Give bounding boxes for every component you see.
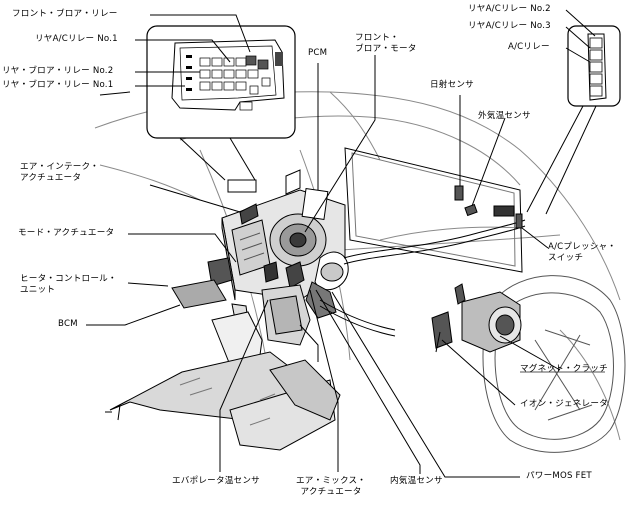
rear-relay-inset xyxy=(526,25,621,215)
label-rear-blower-relay-no2: リヤ・ブロア・リレー No.2 xyxy=(2,66,114,76)
label-ac-pressure-switch-line1: A/Cプレッシャ・ xyxy=(548,242,617,252)
label-air-mix-actuator-line2: アクチュエータ xyxy=(300,487,362,497)
label-heater-control-unit-line2: ユニット xyxy=(20,285,56,295)
label-heater-control-unit-line1: ヒータ・コントロール・ xyxy=(20,274,117,284)
label-air-intake-actuator-line2: アクチュエータ xyxy=(20,173,82,183)
label-ac-pressure-switch-line2: スイッチ xyxy=(548,253,584,263)
label-rear-ac-relay-no1: リヤA/Cリレー No.1 xyxy=(35,34,118,44)
label-magnetic-clutch: マグネット・クラッチ xyxy=(520,364,608,374)
label-rear-ac-relay-no3: リヤA/Cリレー No.3 xyxy=(468,21,551,31)
refrigerant-pipe xyxy=(319,219,526,337)
label-solar-sensor: 日射センサ xyxy=(430,80,474,90)
label-heater-control-unit: ヒータ・コントロール・ ユニット xyxy=(20,274,117,296)
inset-pointer-lines xyxy=(179,137,256,181)
label-front-blower-motor-line1: フロント・ xyxy=(355,33,399,43)
label-front-blower-relay: フロント・ブロア・リレー xyxy=(12,9,118,19)
hvac-unit xyxy=(171,169,349,362)
wheel xyxy=(482,275,626,453)
label-pcm: PCM xyxy=(308,48,328,58)
label-ion-generator: イオン・ジェネレータ xyxy=(520,399,608,409)
leader-lines xyxy=(86,9,596,478)
label-ac-pressure-switch: A/Cプレッシャ・ スイッチ xyxy=(548,242,616,264)
compressor xyxy=(431,283,522,353)
label-air-mix-actuator-line1: エア・ミックス・ xyxy=(296,476,367,486)
label-air-mix-actuator: エア・ミックス・ アクチュエータ xyxy=(296,476,366,498)
label-mode-actuator: モード・アクチュエータ xyxy=(18,228,115,238)
label-bcm: BCM xyxy=(58,319,78,329)
label-ambient-temp-sensor: 外気温センサ xyxy=(478,111,531,121)
label-front-blower-motor-line2: ブロア・モータ xyxy=(355,44,417,54)
label-rear-blower-relay-no1: リヤ・ブロア・リレー No.1 xyxy=(2,80,114,90)
floor-duct xyxy=(105,311,341,451)
label-ac-relay: A/Cリレー xyxy=(508,42,550,52)
sensors xyxy=(454,185,523,229)
label-evaporator-temp-sensor: エバポレータ温センサ xyxy=(172,476,260,486)
label-power-mosfet: パワーMOS FET xyxy=(526,471,592,481)
label-rear-ac-relay-no2: リヤA/Cリレー No.2 xyxy=(468,4,551,14)
label-front-blower-motor: フロント・ ブロア・モータ xyxy=(355,33,417,55)
label-air-intake-actuator: エア・インテーク・ アクチュエータ xyxy=(20,162,99,184)
label-air-intake-actuator-line1: エア・インテーク・ xyxy=(20,162,99,172)
label-cabin-temp-sensor: 内気温センサ xyxy=(390,476,443,486)
relay-box-inset xyxy=(146,25,296,139)
